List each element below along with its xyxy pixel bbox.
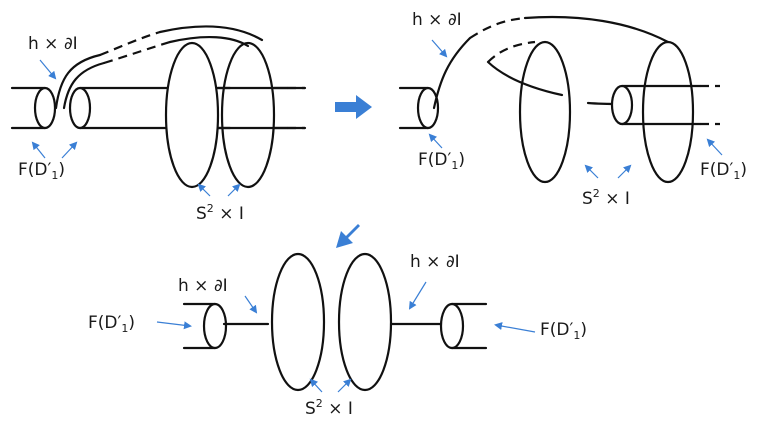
label-text: ) [458,150,466,170]
label-text: S [196,204,207,224]
pointer-tr-hdI [431,39,448,58]
pointer-tr-F-left [428,133,443,149]
label-subscript: 1 [121,322,129,335]
step-arrow-down-left [336,224,360,248]
label-tr-S2xI: S2 × I [582,188,630,208]
sphere-ellipse-2 [337,252,393,392]
label-text: F(D′ [418,150,452,170]
label-tl-F: F(D′1) [18,160,66,182]
label-tr-h-dI: h × ∂I [412,10,462,30]
pointer-tr-S-right [617,164,632,179]
label-text: ) [58,160,66,180]
step-arrow-right [335,95,372,119]
pointer-tl-F-right [61,141,78,159]
pointers [31,39,723,393]
label-text: ) [580,320,588,340]
label-text: F(D′ [18,160,52,180]
sphere-ellipse-1 [270,252,326,392]
pointer-tl-F-left [31,141,46,159]
label-b-h-dI-right: h × ∂I [410,252,460,272]
band-h-dI [432,15,670,110]
label-superscript: 2 [206,202,214,215]
label-text: S [305,399,316,419]
label-text: F(D′ [540,320,574,340]
pointer-tl-S-left [197,183,211,197]
sphere-ellipse-2 [641,40,695,184]
pointer-tl-hdI [39,59,57,80]
pointer-tl-S-right [227,183,241,197]
label-text: × I [213,204,244,224]
label-text: F(D′ [700,160,734,180]
left-stub-tube [398,86,440,130]
label-tl-h-dI: h × ∂I [28,34,78,54]
label-text: S [582,189,593,209]
pointer-tr-F-right [706,138,723,156]
pointer-b-hdI-right [408,281,427,310]
pointer-tr-S-left [584,164,599,179]
top-right-stage [398,15,720,184]
label-tr-F-left: F(D′1) [418,150,466,172]
label-subscript: 1 [51,169,59,182]
sphere-ellipse-1 [518,40,572,184]
bottom-stage [182,252,488,392]
label-b-h-dI-left: h × ∂I [178,276,228,296]
pointer-b-S-right [337,378,352,393]
label-b-F-left: F(D′1) [88,313,136,335]
left-stub-tube [182,302,270,350]
label-subscript: 1 [573,329,581,342]
label-text: ) [128,313,136,333]
label-subscript: 1 [733,169,741,182]
label-text: × I [599,189,630,209]
sphere-ellipse-1 [164,41,220,189]
label-tr-F-right: F(D′1) [700,160,748,182]
label-superscript: 2 [592,187,600,200]
top-left-stage [10,25,307,189]
label-b-S2xI: S2 × I [305,398,353,418]
left-stub-tube [10,86,57,130]
right-stub-tube [610,84,720,126]
label-text: ) [740,160,748,180]
label-b-F-right: F(D′1) [540,320,588,342]
pointer-b-S-left [309,378,323,393]
label-subscript: 1 [451,159,459,172]
sphere-ellipse-2 [220,41,276,189]
label-tl-S2xI: S2 × I [196,203,244,223]
label-text: F(D′ [88,313,122,333]
pointer-b-hdI-left [244,295,258,314]
pointer-b-F-right [494,322,536,333]
label-text: × I [322,399,353,419]
pointer-b-F-left [156,321,192,330]
label-superscript: 2 [315,397,323,410]
right-stub-tube [389,302,488,350]
